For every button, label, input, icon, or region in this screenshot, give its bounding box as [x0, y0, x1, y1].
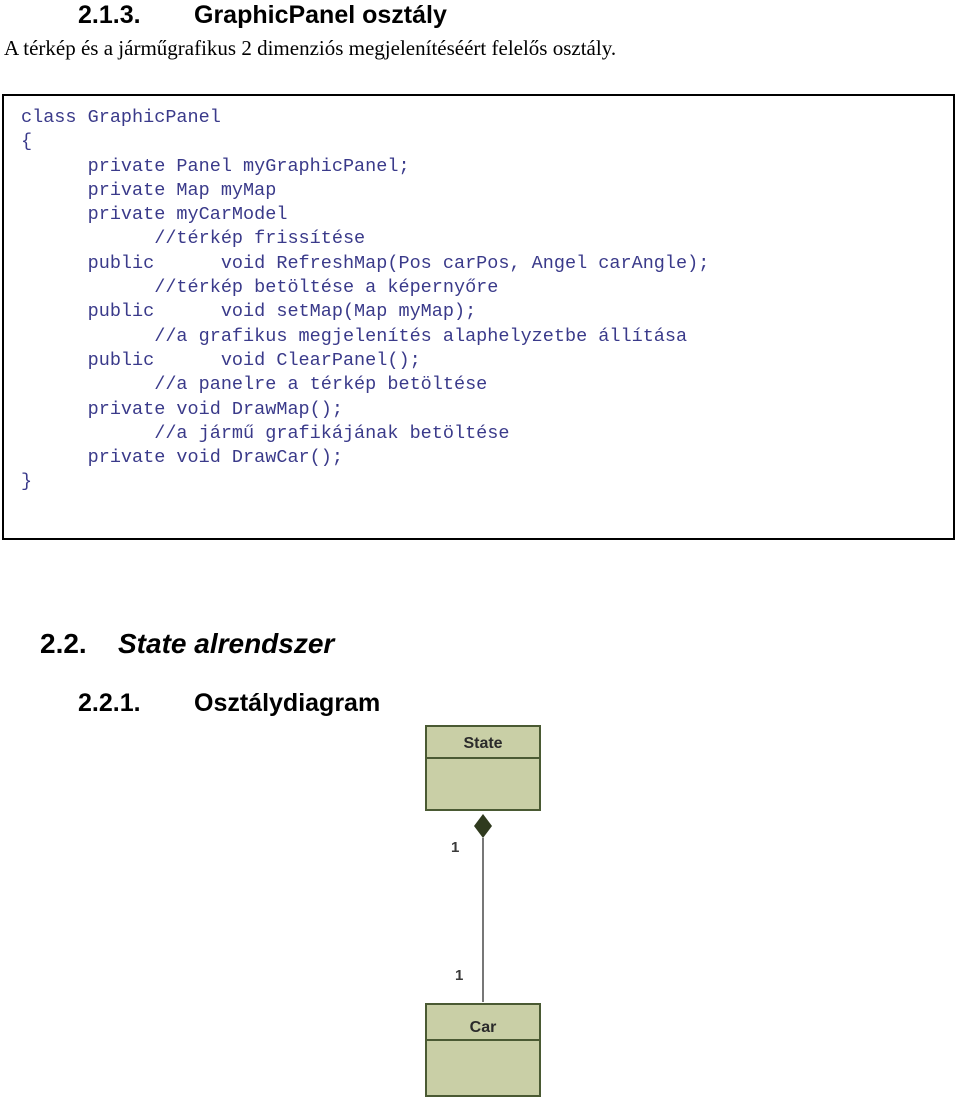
- code-line: private Map myMap: [21, 179, 277, 201]
- multiplicity-bottom: 1: [455, 967, 463, 984]
- code-line: //a jármű grafikájának betöltése: [21, 422, 510, 444]
- section-number: 2.1.3.: [78, 1, 141, 29]
- class-box-state[interactable]: State: [425, 725, 541, 811]
- class-car-body: [425, 1039, 541, 1097]
- code-line: public void RefreshMap(Pos carPos, Angel…: [21, 252, 710, 274]
- code-line: //térkép frissítése: [21, 228, 366, 250]
- code-line: private myCarModel: [21, 204, 288, 226]
- code-line: private void DrawMap();: [21, 398, 343, 420]
- section-heading-class-diagram: 2.2.1. Osztálydiagram: [78, 686, 380, 720]
- code-listing: class GraphicPanel { private Panel myGrap…: [21, 106, 709, 495]
- section-title: State alrendszer: [118, 628, 335, 659]
- code-line: private void DrawCar();: [21, 447, 343, 469]
- class-state-body: [425, 757, 541, 811]
- class-car-header: [425, 1003, 541, 1041]
- section-title: Osztálydiagram: [194, 689, 381, 717]
- section-number: 2.2.1.: [78, 689, 141, 717]
- section-heading-graphicpanel: 2.1.3. GraphicPanel osztály: [78, 0, 447, 30]
- section-number: 2.2.: [40, 628, 87, 659]
- code-box: class GraphicPanel { private Panel myGrap…: [2, 94, 955, 540]
- class-state-header: [425, 725, 541, 759]
- section-heading-state: 2.2. State alrendszer: [40, 627, 334, 661]
- section-title: GraphicPanel osztály: [194, 1, 447, 29]
- multiplicity-top: 1: [451, 839, 459, 856]
- class-box-car[interactable]: Car: [425, 1003, 541, 1097]
- code-line: public void ClearPanel();: [21, 349, 421, 371]
- code-line: {: [21, 131, 33, 153]
- code-line: }: [21, 471, 33, 493]
- class-state-label: State: [463, 735, 502, 752]
- code-line: //a grafikus megjelenítés alaphelyzetbe …: [21, 325, 688, 347]
- code-line: //a panelre a térkép betöltése: [21, 374, 488, 396]
- composition-diamond-icon: [474, 814, 492, 838]
- code-line: class GraphicPanel: [21, 107, 221, 128]
- code-line: private Panel myGraphicPanel;: [21, 155, 410, 177]
- code-line: public void setMap(Map myMap);: [21, 301, 477, 323]
- class-car-label: Car: [470, 1019, 497, 1036]
- code-line: //térkép betöltése a képernyőre: [21, 277, 499, 299]
- intro-paragraph: A térkép és a járműgrafikus 2 dimenziós …: [4, 36, 617, 60]
